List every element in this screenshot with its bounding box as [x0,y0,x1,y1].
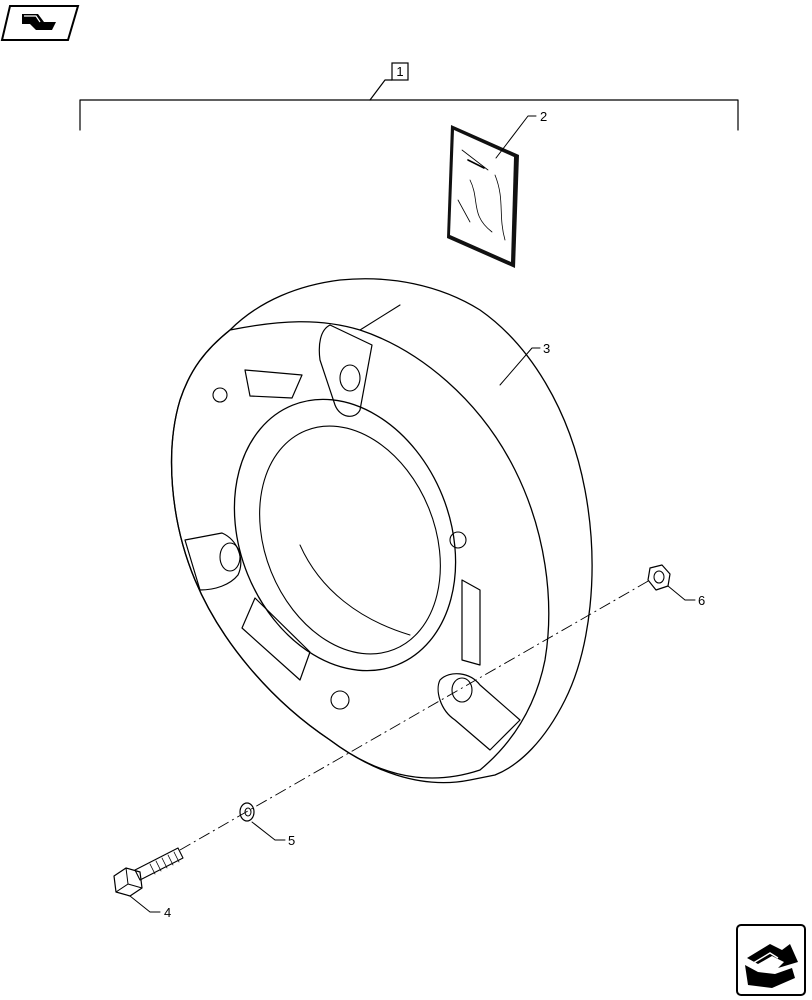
callout-2: 2 [495,109,547,159]
callout-3-label: 3 [543,341,550,356]
instruction-sheet [447,125,519,268]
previous-page-icon[interactable] [0,5,80,41]
callout-1-label: 1 [396,64,403,79]
callout-6-label: 6 [698,593,705,608]
callout-3: 3 [499,341,550,386]
callout-5-label: 5 [288,833,295,848]
callout-1: 1 [391,62,409,81]
next-page-icon[interactable] [736,924,806,996]
callout-2-label: 2 [540,109,547,124]
assembly-centerline [179,579,651,851]
washer [239,802,255,822]
bolt [113,847,184,897]
callout-4: 4 [129,895,171,920]
callout-4-label: 4 [164,905,171,920]
kit-bracket [79,79,739,131]
callout-5: 5 [251,821,295,848]
wheel-weight [170,278,593,784]
callout-6: 6 [667,585,705,608]
nut [647,564,671,591]
